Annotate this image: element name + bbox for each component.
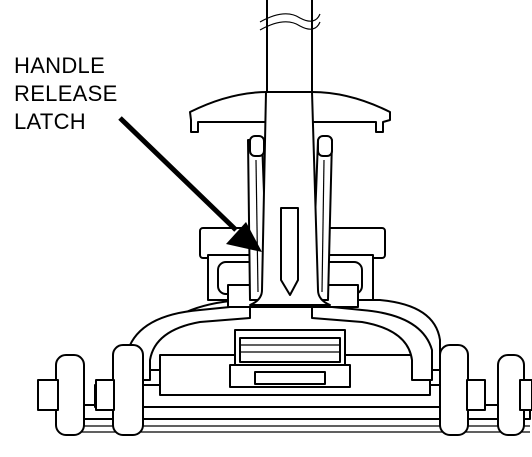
latch-pointer-arrow [118, 116, 262, 252]
wheel-right-inner [439, 344, 486, 436]
callout-line-3: LATCH [14, 109, 86, 134]
wheel-left-outer [37, 354, 85, 436]
center-column [249, 91, 331, 306]
wheel-left-inner [95, 344, 144, 436]
callout-line-2: RELEASE [14, 81, 118, 106]
handle-shaft [259, 0, 321, 96]
front-yoke-arch [127, 304, 433, 381]
handle-release-latch-label: HANDLE RELEASE LATCH [14, 52, 118, 136]
callout-line-1: HANDLE [14, 53, 106, 78]
wheel-right-outer [497, 354, 532, 436]
